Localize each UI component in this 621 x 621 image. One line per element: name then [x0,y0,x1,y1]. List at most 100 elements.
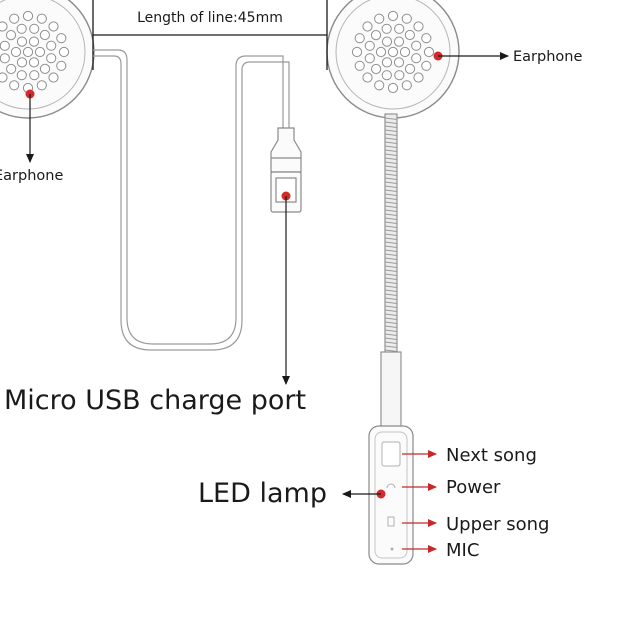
power-label: Power [446,477,501,498]
speaker-hole [36,13,47,24]
right-earphone [326,0,509,119]
usb-port-label: Micro USB charge port [4,385,306,416]
speaker-hole [36,80,47,91]
speaker-hole [28,57,40,68]
gooseneck-ring [384,281,398,284]
speaker-hole [56,60,67,71]
speaker-hole [421,60,432,71]
gooseneck-ring [384,269,398,272]
gooseneck-ring [384,349,398,352]
gooseneck-ring [384,197,398,200]
speaker-hole [16,57,28,68]
mic-label: MIC [446,540,479,561]
led-lamp-label: LED lamp [198,478,327,509]
gooseneck-ring [384,265,398,268]
gooseneck-ring [384,341,398,344]
speaker-hole [6,63,17,75]
speaker-hole [16,23,27,34]
speaker-hole [381,23,392,34]
speaker-hole [387,10,399,22]
gooseneck-ring [384,273,398,276]
speaker-hole [393,57,405,68]
speaker-hole [362,72,373,83]
gooseneck-ring [384,137,398,140]
speaker-hole [413,21,424,32]
speaker-hole [351,46,363,58]
gooseneck-ring [384,257,398,260]
speaker-hole [0,53,10,64]
gooseneck-ring [384,277,398,280]
speaker-hole [39,29,51,41]
speaker-hole [56,33,67,44]
gooseneck-ring [384,305,398,308]
gooseneck-ring [384,253,398,256]
speaker-hole [423,46,435,58]
speaker-hole [0,72,8,83]
speaker-hole [404,63,416,75]
gooseneck-ring [384,285,398,288]
speaker-hole [22,46,34,58]
gooseneck-ring [384,117,398,120]
speaker-hole [374,80,385,91]
mic-hole [390,547,394,551]
left-earphone-holes [0,10,70,94]
speaker-hole [364,53,375,64]
speaker-hole [29,23,40,34]
gooseneck-ring [384,121,398,124]
gooseneck-ring [384,321,398,324]
speaker-hole [5,29,17,41]
gooseneck-ring [384,317,398,320]
speaker-hole [9,80,20,91]
speaker-hole [0,21,8,32]
gooseneck-ring [384,313,398,316]
gooseneck-ring [384,205,398,208]
speaker-hole [39,63,51,75]
upper-song-label: Upper song [446,514,549,535]
gooseneck-ring [384,145,398,148]
gooseneck-ring [384,161,398,164]
speaker-hole [22,10,34,22]
speaker-hole [399,46,411,58]
speaker-hole [16,70,27,81]
speaker-hole [371,63,382,75]
right-earphone-label: Earphone [513,49,582,65]
power-button [386,483,396,489]
right-earphone-holes [351,10,435,94]
gooseneck-ring [384,249,398,252]
gooseneck-ring [384,337,398,340]
next-song-label: Next song [446,445,537,466]
gooseneck-ring [384,329,398,332]
speaker-hole [28,36,40,47]
connecting-cable [93,49,290,351]
gooseneck-ring [384,345,398,348]
gooseneck-ring [384,153,398,156]
gooseneck-ring [384,169,398,172]
speaker-hole [29,70,40,81]
gooseneck-ring [384,125,398,128]
speaker-hole [411,40,422,51]
gooseneck-ring [384,189,398,192]
gooseneck-ring [384,221,398,224]
gooseneck-ring [384,301,398,304]
speaker-hole [10,46,22,58]
control-unit [368,425,414,565]
gooseneck-ring [384,241,398,244]
speaker-hole [387,46,399,58]
gooseneck-ring [384,225,398,228]
speaker-hole [58,46,70,58]
gooseneck-ring [384,141,398,144]
gooseneck-ring [384,165,398,168]
dimension-line [92,0,328,70]
speaker-hole [404,29,415,41]
speaker-hole [411,53,422,64]
gooseneck-ring [384,237,398,240]
gooseneck-ring [384,149,398,152]
gooseneck-ring [384,289,398,292]
gooseneck-ring [384,297,398,300]
gooseneck-ring [384,157,398,160]
gooseneck-ring [384,293,398,296]
gooseneck-ring [384,201,398,204]
speaker-hole [374,13,385,24]
gooseneck-boom [380,113,402,433]
